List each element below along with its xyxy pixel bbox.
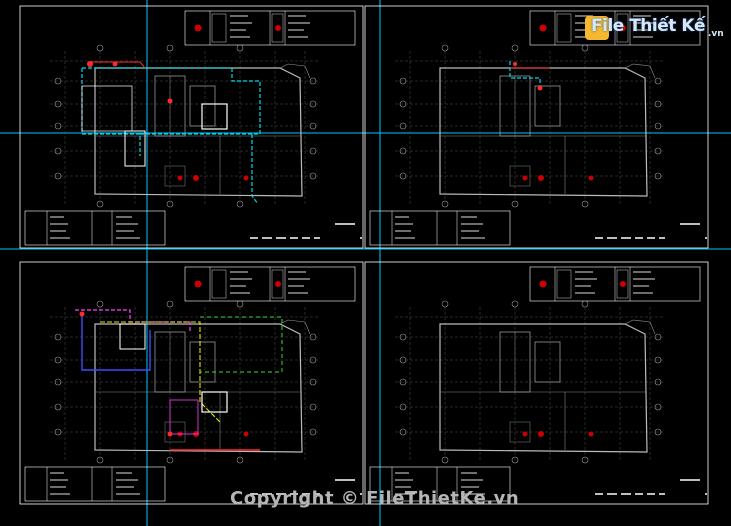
sheet-top-left [19,5,364,249]
logo-icon [585,16,609,40]
sheet-top-right [364,5,709,249]
logo-text: File Thiết Kế [591,16,706,36]
sheet-bottom-right [364,261,709,505]
site-logo[interactable]: File Thiết Kế .vn [585,10,725,44]
logo-suffix: .vn [708,29,724,39]
sheet-bottom-left [19,261,364,505]
copyright-watermark: Copyright © FileThietKe.vn [230,488,520,509]
